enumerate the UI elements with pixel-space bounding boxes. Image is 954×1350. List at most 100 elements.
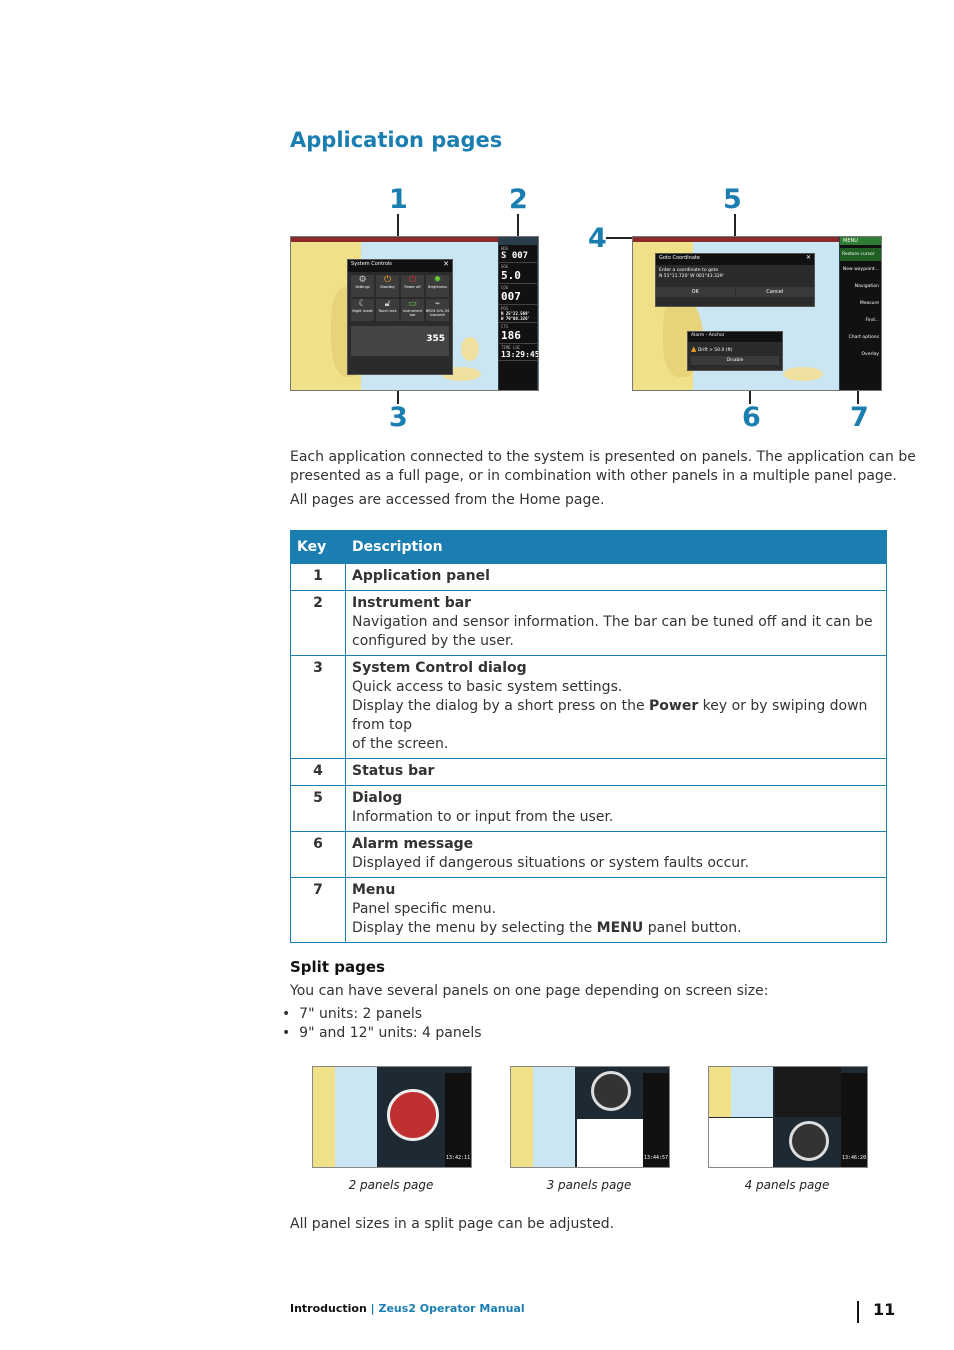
position-lat: N 25°22.569' [501,311,530,316]
split-outro: All panel sizes in a split page can be a… [290,1216,615,1232]
radar-icon: ⌁ [434,299,441,309]
menu-panel: MENU Restore cursor New waypoint... Navi… [840,237,881,390]
menu-item[interactable]: Overlay [861,352,880,357]
ok-button[interactable]: OK [656,287,735,297]
power-icon: ⏻ [408,275,417,285]
compass-dial [591,1071,631,1111]
compass-dial [387,1089,439,1141]
gear-icon: ⚙ [358,275,367,285]
menu-item[interactable]: Measure [859,301,879,306]
caption-four-panels: 4 panels page [744,1178,830,1192]
menu-item[interactable]: Find... [865,318,879,323]
compass-dial [789,1121,829,1161]
caption-two-panels: 2 panels page [348,1178,434,1192]
instrument-bar: 13:44:57 [643,1073,669,1167]
touch-lock-button[interactable]: 🔓︎Touch lock [376,299,399,321]
instrument-bar: 13:42:11 [445,1073,471,1167]
night-mode-button[interactable]: ☾Night mode [351,299,374,321]
brightness-icon: ✹ [433,275,442,285]
standby-icon: ⏻ [383,275,392,285]
bell-icon: ▲ [691,345,697,353]
gauges-panel [775,1067,841,1117]
description-column-header: Description [345,530,887,564]
leader-5 [734,214,736,254]
leader-1 [397,214,399,248]
list-item: • 7" units: 2 panels [282,1006,423,1022]
sog-value: 5.0 [501,269,521,282]
callout-1: 1 [389,184,408,215]
power-off-button[interactable]: ⏻Power off [401,275,424,297]
settings-button[interactable]: ⚙Settings [351,275,374,297]
key-column-header: Key [290,530,346,564]
page-number: 11 [873,1300,896,1319]
menu-item[interactable]: Navigation [854,284,879,289]
callout-2: 2 [509,184,528,215]
menu-button[interactable]: MENU [840,237,881,245]
page-title: Application pages [290,128,503,152]
instrument-bar: 13:46:20 [841,1073,867,1167]
alarm-title: Alarm - Anchor [688,332,782,342]
table-row: 7 Menu Panel specific menu. Display the … [290,877,887,943]
disable-button[interactable]: Disable [691,356,779,365]
four-panels-thumbnail: 13:46:20 [708,1066,868,1168]
split-intro: You can have several panels on one page … [290,983,769,999]
footer: Introduction | Zeus2 Operator Manual [290,1302,525,1315]
screenshot-system-controls: System Controls ✕ ⚙Settings ⏻Standby ⏻Po… [290,236,539,391]
screenshot-goto-dialog: Goto Coordinate ✕ Enter a coordinate to … [632,236,882,391]
key-table: Key Description 1 Application panel 2 In… [290,530,887,943]
table-row: 5 Dialog Information to or input from th… [290,785,887,832]
standby-button[interactable]: ⏻Standby [376,275,399,297]
instrument-bar-button[interactable]: ▭Instrument bar [401,299,424,321]
status-bar [291,237,498,242]
close-icon[interactable]: ✕ [443,260,449,268]
dialog-text: Enter a coordinate to goto [659,268,719,273]
menu-item[interactable]: Restore cursor [840,248,881,261]
callout-5: 5 [723,184,742,215]
instrument-bar-icon: ▭ [408,299,417,309]
goto-coordinate-dialog: Goto Coordinate ✕ Enter a coordinate to … [655,253,815,307]
system-controls-dialog: System Controls ✕ ⚙Settings ⏻Standby ⏻Po… [347,259,453,375]
cog-value: 007 [501,290,521,303]
cts-value: 186 [501,329,521,342]
callout-4: 4 [588,223,607,254]
table-row: 1 Application panel [290,563,887,591]
table-row: 6 Alarm message Displayed if dangerous s… [290,831,887,878]
heading-value: S 007 [501,251,529,261]
radar-panel [577,1119,643,1167]
split-pages-heading: Split pages [290,958,385,976]
menu-item[interactable]: Chart options [848,335,879,340]
position-lon: W 79°08.326' [501,316,530,321]
table-row: 4 Status bar [290,758,887,786]
brightness-button[interactable]: ✹Brightness [426,275,449,297]
home-paragraph: All pages are accessed from the Home pag… [290,492,605,508]
list-item: • 9" and 12" units: 4 panels [282,1025,482,1041]
radar-transmit-button[interactable]: ⌁BR24-%%-34 transmit [426,299,449,321]
menu-item[interactable]: New waypoint... [842,267,879,272]
callout-3: 3 [389,402,408,433]
two-panels-thumbnail: 13:42:11 [312,1066,472,1168]
radar-panel [709,1118,773,1167]
close-icon[interactable]: ✕ [805,254,811,261]
cancel-button[interactable]: Cancel [735,287,814,297]
dialog-title: System Controls [351,261,392,267]
dialog-title: Goto Coordinate [659,255,700,261]
intro-paragraph: Each application connected to the system… [290,449,916,484]
moon-icon: ☾ [358,299,367,309]
heading-readout: 355 [426,334,445,344]
time-value: 13:29:45 [501,350,539,359]
table-row: 3 System Control dialog Quick access to … [290,655,887,759]
callout-7: 7 [850,402,869,433]
leader-2 [517,214,519,256]
alarm-text: Drift > 50.0 (ft) [697,348,733,353]
alarm-message: Alarm - Anchor ▲ Drift > 50.0 (ft) Disab… [687,331,783,371]
callout-6: 6 [742,402,761,433]
coordinate-input[interactable]: N 51°11.720' W 001°43.329' [659,274,724,279]
caption-three-panels: 3 panels page [546,1178,632,1192]
status-bar [633,237,839,242]
three-panels-thumbnail: 13:44:57 [510,1066,670,1168]
page-number-divider [857,1301,859,1323]
lock-icon: 🔓︎ [384,299,391,309]
table-row: 2 Instrument bar Navigation and sensor i… [290,590,887,656]
leader-4 [606,237,632,239]
